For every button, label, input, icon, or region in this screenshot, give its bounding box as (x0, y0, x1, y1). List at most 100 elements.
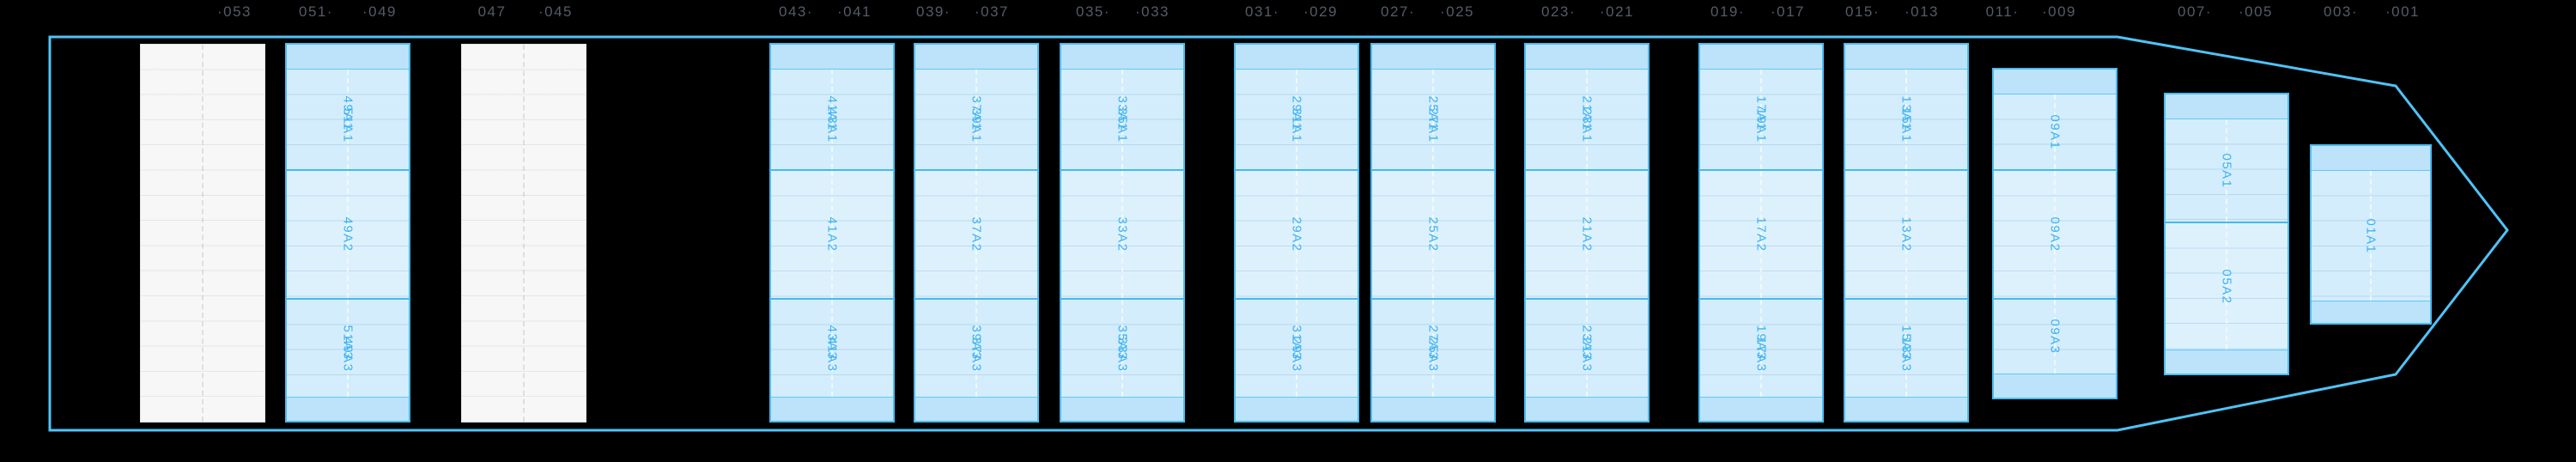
bay-section-label: 17A3 (1753, 336, 1769, 373)
bay-number-label: ·033 (1134, 3, 1170, 20)
hatch-section-05A2[interactable]: 05A2 (2166, 222, 2287, 350)
bay-centerline (831, 171, 833, 298)
hatch-cover-cap (1845, 397, 1967, 421)
bay-centerline (831, 70, 833, 169)
hatch-section-41A2[interactable]: 41A2 (771, 169, 893, 298)
hatch-cover-cap (1526, 397, 1648, 421)
hatch-cover-cap (1700, 397, 1822, 421)
bay-centerline (831, 300, 833, 397)
bay-section-label: 37A1 (969, 95, 984, 131)
bay-section-label: 21A1 (1579, 95, 1595, 131)
bay-section-label: 09A2 (2047, 216, 2063, 252)
bay-section-label: 05A1 (2219, 152, 2234, 189)
bay-number-label: 047 (477, 3, 507, 20)
bay-centerline (2226, 223, 2227, 350)
bay-section-label: 49A2 (340, 216, 355, 252)
bay-number-label: 011· (1985, 3, 2020, 20)
hatch-section-25A2[interactable]: 25A2 (1372, 169, 1494, 298)
bay-section-label: 25A3 (1425, 336, 1441, 373)
bay-section-label: 19A1 (1753, 107, 1769, 143)
bay-centerline (1432, 171, 1434, 298)
bay-section-label: 25A1 (1425, 95, 1441, 131)
hatch-cover-cap (1061, 45, 1183, 69)
hatch-cover-cap (2166, 94, 2287, 119)
bay-centerline (1760, 70, 1762, 169)
bay-centerline (2226, 119, 2227, 222)
hatch-section-09A1[interactable]: 09A1 (1994, 94, 2116, 169)
hatch-section-05A1[interactable]: 05A1 (2166, 119, 2287, 222)
bay-number-label: 043· (778, 3, 814, 20)
hatch-cover-cap (1994, 374, 2116, 398)
bay-section-label: 41A3 (824, 336, 840, 373)
bay-centerline (975, 70, 977, 169)
bay-centerline (1121, 171, 1123, 298)
bay-number-label: ·013 (1904, 3, 1940, 20)
bay-section-label: 15A1 (1899, 107, 1914, 143)
hatch-section-17A2[interactable]: 17A2 (1700, 169, 1822, 298)
hatch-section-33A2[interactable]: 33A2 (1061, 169, 1183, 298)
hatch-section-29A2[interactable]: 29A2 (1236, 169, 1358, 298)
bay-centerline (1432, 300, 1434, 397)
bay-centerline (347, 70, 349, 169)
bay-centerline (1905, 70, 1907, 169)
bay-section-label: 17A2 (1753, 216, 1769, 252)
bay-section-label: 19A3 (1753, 324, 1769, 361)
empty-bay-column[interactable] (461, 44, 586, 422)
bay-number-label: 039· (915, 3, 951, 20)
bay-number-label: ·021 (1599, 3, 1635, 20)
hatch-section-21A2[interactable]: 21A2 (1526, 169, 1648, 298)
hatch-section-01A1[interactable]: 01A1 (2312, 170, 2430, 301)
bay-number-label: ·037 (974, 3, 1010, 20)
hatch-cover-cap (1845, 45, 1967, 69)
hatch-section-09A3[interactable]: 09A3 (1994, 298, 2116, 374)
bay-section-label: 37A3 (969, 336, 984, 373)
bay-section-label: 17A1 (1753, 95, 1769, 131)
hatch-column: 01A1 (2310, 144, 2432, 325)
hatch-section-37A2[interactable]: 37A2 (915, 169, 1037, 298)
hatch-cover-cap (1372, 397, 1494, 421)
bay-section-label: 15A3 (1899, 324, 1914, 361)
bay-section-label: 51A1 (340, 107, 355, 143)
hatch-section-49A2[interactable]: 49A2 (287, 169, 409, 298)
hatch-column: 09A1 09A2 09A3 (1992, 68, 2117, 399)
bay-centerline (2054, 171, 2056, 298)
bay-section-label: 29A2 (1289, 216, 1304, 252)
bay-number-label: ·053 (216, 3, 252, 20)
bay-section-label: 09A3 (2047, 319, 2063, 355)
hatch-section-09A2[interactable]: 09A2 (1994, 169, 2116, 298)
empty-bay-column[interactable] (140, 44, 265, 422)
bay-section-label: 25A2 (1425, 216, 1441, 252)
bay-number-label: 027· (1380, 3, 1416, 20)
bay-section-label: 29A1 (1289, 95, 1304, 131)
hatch-section-13A2[interactable]: 13A2 (1845, 169, 1967, 298)
bay-section-label: 49A1 (340, 95, 355, 131)
bay-number-label: ·001 (2385, 3, 2421, 20)
bay-section-label: 41A1 (824, 95, 840, 131)
bay-section-label: 29A3 (1289, 336, 1304, 373)
bay-centerline (1905, 300, 1907, 397)
bay-section-label: 31A3 (1289, 324, 1304, 361)
hatch-cover-cap (2312, 301, 2430, 323)
